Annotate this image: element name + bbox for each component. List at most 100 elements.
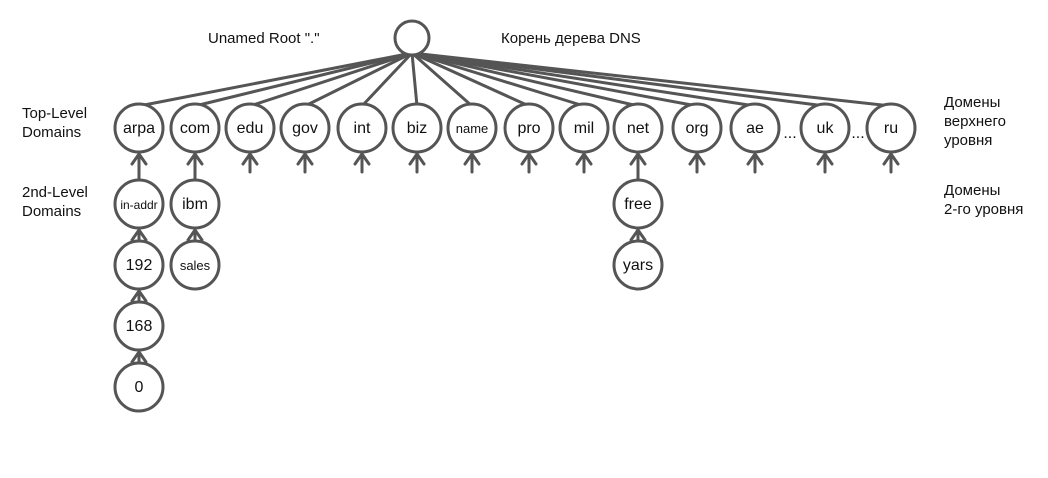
com-chain-node-1-circle [169, 239, 221, 291]
arrow-edu [241, 152, 259, 166]
root-node-circle [393, 19, 431, 57]
tld-node-mil-circle [558, 102, 610, 154]
edge-root-to-name [410, 51, 474, 108]
tld-node-pro-label: pro [517, 120, 540, 137]
ellipsis-1: ... [851, 125, 864, 142]
com-chain-node-1: sales [169, 239, 221, 291]
arpa-chain-node-0: in-addr [113, 178, 165, 230]
tld-node-com-label: com [180, 120, 210, 137]
com-chain-node-1-label: sales [180, 258, 211, 273]
net-chain-node-0-label: free [624, 196, 652, 213]
net-chain-node-0-circle [612, 178, 664, 230]
dns-root-label-ru: Корень дерева DNS [501, 30, 641, 47]
com-chain-node-0: ibm [169, 178, 221, 230]
tld-node-mil: mil [558, 102, 610, 154]
tld-node-name: name [446, 102, 498, 154]
tld-node-gov: gov [279, 102, 331, 154]
tld-node-biz: biz [391, 102, 443, 154]
com-chain-arrow-0 [186, 152, 204, 166]
net-chain-node-1-circle [612, 239, 664, 291]
arpa-chain-node-3-circle [113, 361, 165, 413]
tree-edges [130, 51, 900, 365]
tld-node-biz-label: biz [407, 120, 427, 137]
arpa-chain-node-1-circle [113, 239, 165, 291]
arpa-chain-node-2-label: 168 [126, 318, 153, 335]
tld-node-pro: pro [503, 102, 555, 154]
tld-node-gov-label: gov [292, 120, 318, 137]
tld-node-int-label: int [354, 120, 371, 137]
tld-node-uk-label: uk [817, 120, 835, 137]
com-chain-node-0-label: ibm [182, 196, 208, 213]
tld-node-ru-label: ru [884, 120, 898, 137]
tld-node-gov-circle [279, 102, 331, 154]
tld-node-int: int [336, 102, 388, 154]
com-chain-node-0-circle [169, 178, 221, 230]
arpa-chain-arrow-1 [130, 228, 148, 242]
arpa-chain-node-1-label: 192 [126, 257, 153, 274]
arpa-chain-arrow-2 [130, 289, 148, 303]
tld-node-biz-circle [391, 102, 443, 154]
arpa-chain-arrow-3 [130, 350, 148, 364]
arrow-int [353, 152, 371, 166]
edge-root-to-mil [410, 51, 586, 108]
arpa-chain-node-3-label: 0 [135, 379, 144, 396]
tld-node-net: net [612, 102, 664, 154]
tld-node-com-circle [169, 102, 221, 154]
com-chain-arrow-1 [186, 228, 204, 242]
tld-node-org-label: org [685, 120, 708, 137]
arrow-org [688, 152, 706, 166]
tld-node-edu-label: edu [237, 120, 264, 137]
arrow-uk [816, 152, 834, 166]
arpa-chain-node-0-circle [113, 178, 165, 230]
tld-node-ae: ae [729, 102, 781, 154]
tld-node-edu-circle [224, 102, 276, 154]
edge-root-to-int [360, 51, 414, 108]
arpa-chain-node-2: 168 [113, 300, 165, 352]
tld-node-name-circle [446, 102, 498, 154]
net-chain-node-1-label: yars [623, 257, 653, 274]
edge-root-to-net [410, 51, 640, 108]
tld-node-ae-label: ae [746, 120, 764, 137]
tld-node-ru-circle [865, 102, 917, 154]
net-chain-arrow-0 [629, 152, 647, 166]
ellipsis-marks: ...... [783, 125, 864, 142]
tld-node-arpa-label: arpa [123, 120, 155, 137]
tld-node-ru: ru [865, 102, 917, 154]
arrow-gov [296, 152, 314, 166]
arpa-chain-node-0-label: in-addr [120, 198, 157, 212]
tld-node-ae-circle [729, 102, 781, 154]
net-chain-node-1: yars [612, 239, 664, 291]
tld-node-pro-circle [503, 102, 555, 154]
edge-root-to-biz [410, 51, 419, 108]
tld-node-uk-circle [799, 102, 851, 154]
arrow-name [463, 152, 481, 166]
tld-node-int-circle [336, 102, 388, 154]
tld-node-uk: uk [799, 102, 851, 154]
tld-node-net-label: net [627, 120, 650, 137]
tld-node-net-circle [612, 102, 664, 154]
arrow-mil [575, 152, 593, 166]
arrow-pro [520, 152, 538, 166]
edge-root-to-arpa [137, 51, 414, 108]
edge-root-to-com [193, 51, 414, 108]
arpa-chain-node-2-circle [113, 300, 165, 352]
net-chain-arrow-1 [629, 228, 647, 242]
arrow-ae [746, 152, 764, 166]
tld-node-org-circle [671, 102, 723, 154]
tld-node-name-label: name [456, 121, 489, 136]
tld-node-edu: edu [224, 102, 276, 154]
tld-node-com: com [169, 102, 221, 154]
tld-node-arpa-circle [113, 102, 165, 154]
unnamed-root-label: Unamed Root "." [208, 30, 320, 47]
tld-node-arpa: arpa [113, 102, 165, 154]
arpa-chain-node-1: 192 [113, 239, 165, 291]
edge-root-to-gov [303, 51, 414, 108]
root-node [393, 19, 431, 57]
tree-nodes: in-addr 192 168 0 ibm sales free yars arpa com edu… [113, 19, 917, 413]
edge-root-to-ru [410, 51, 893, 108]
net-chain-node-0: free [612, 178, 664, 230]
tld-node-org: org [671, 102, 723, 154]
